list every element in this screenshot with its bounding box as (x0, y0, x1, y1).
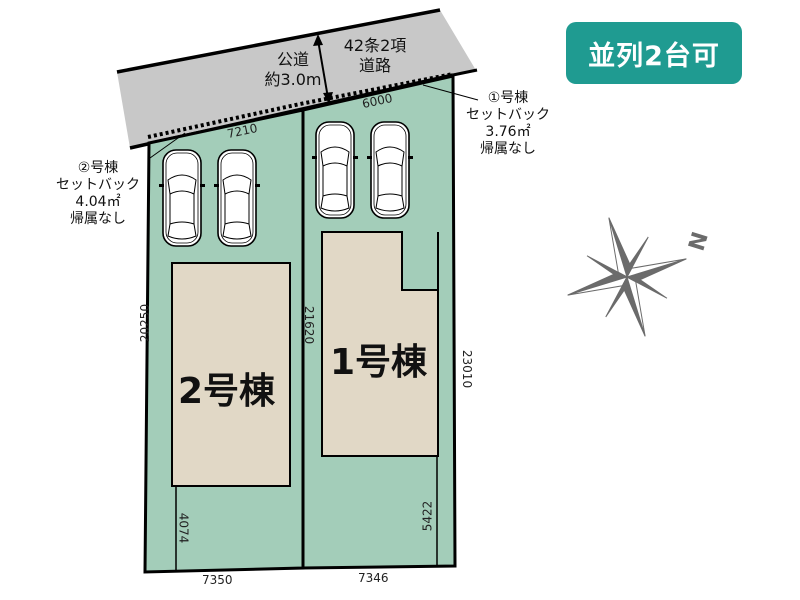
road-article-line2: 道路 (358, 56, 391, 75)
road-width: 約3.0m (264, 70, 322, 89)
parking-space-lot1-1 (311, 121, 359, 219)
dim-lot2-rear-setback: 4074 (176, 512, 191, 544)
setback1-house: ①号棟 (487, 90, 529, 106)
dim-lot1-rear-setback: 5422 (420, 500, 435, 532)
dim-left-lot2: 20250 (138, 303, 153, 343)
setback2-title: セットバック (56, 177, 140, 193)
dim-right-lot1: 23010 (460, 349, 475, 389)
house2-label: 2号棟 (178, 371, 276, 412)
setback2-house: ②号棟 (77, 160, 119, 176)
setback-note-house2: ②号棟 セットバック 4.04㎡ 帰属なし (48, 160, 148, 228)
setback1-area: 3.76㎡ (485, 124, 531, 140)
setback1-title: セットバック (466, 107, 550, 123)
parking-badge: 並列2台可 (566, 22, 742, 84)
dim-rear-lot1: 7346 (358, 571, 389, 585)
parking-space-lot2-2 (213, 149, 261, 247)
setback1-leader (422, 84, 479, 101)
road-type-line1: 公道 (276, 50, 309, 69)
setback2-area: 4.04㎡ (75, 194, 121, 210)
compass-icon (567, 217, 687, 337)
road-article-line1: 42条2項 (343, 36, 407, 55)
road-type-label: 公道 約3.0m (258, 50, 328, 90)
dim-rear-lot2: 7350 (202, 573, 233, 587)
house1-label: 1号棟 (330, 342, 428, 383)
setback1-status: 帰属なし (480, 141, 536, 157)
parking-space-lot1-2 (366, 121, 414, 219)
setback2-leader (149, 132, 186, 159)
parking-space-lot2-1 (158, 149, 206, 247)
setback2-status: 帰属なし (70, 211, 126, 227)
dim-shared-boundary: 21620 (302, 305, 317, 345)
setback-note-house1: ①号棟 セットバック 3.76㎡ 帰属なし (458, 90, 558, 158)
road-width-arrow (313, 34, 333, 104)
road-article-label: 42条2項 道路 (335, 36, 415, 76)
